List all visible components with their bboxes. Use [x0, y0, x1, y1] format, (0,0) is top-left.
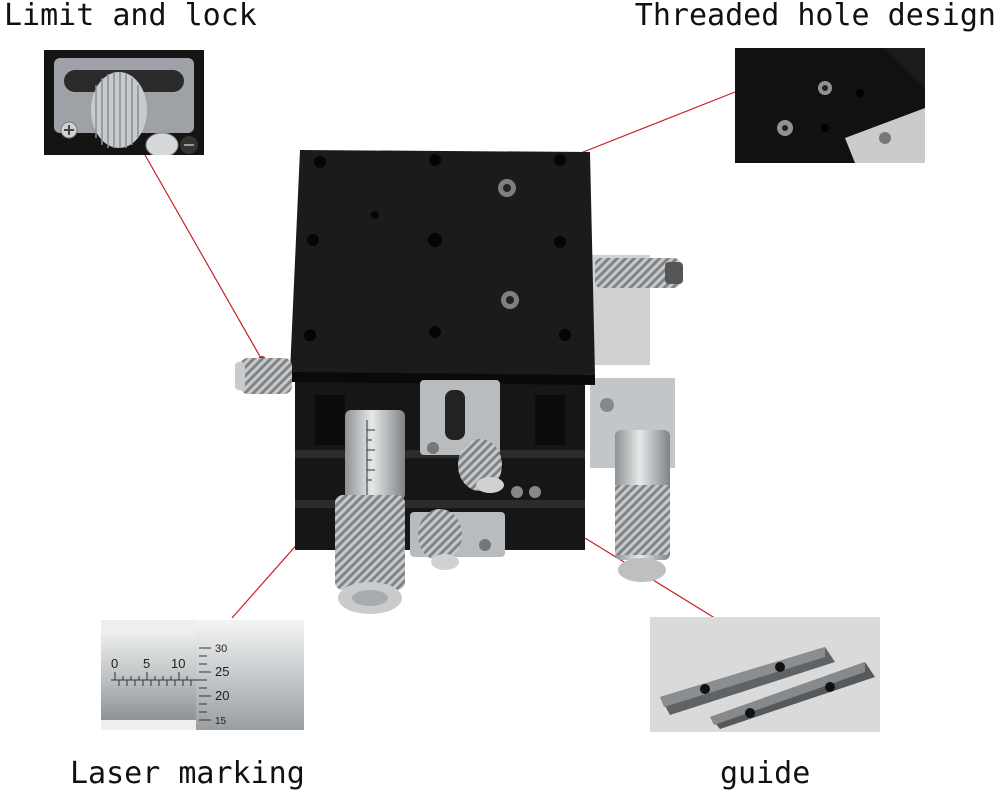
label-threaded-hole-design: Threaded hole design	[634, 0, 996, 33]
thimble-number-15: 15	[215, 716, 227, 727]
inset-guide-rail-photo	[650, 617, 880, 732]
inset-limit-and-lock-photo	[44, 50, 204, 155]
sleeve-number-10: 10	[171, 656, 185, 671]
thimble-number-20: 20	[215, 688, 229, 703]
label-laser-marking: Laser marking	[70, 756, 305, 791]
label-guide: guide	[720, 756, 811, 791]
label-limit-and-lock: Limit and lock	[4, 0, 257, 33]
inset-threaded-hole-photo	[735, 48, 925, 163]
thimble-number-30: 30	[215, 643, 227, 655]
thimble-number-25: 25	[215, 664, 229, 679]
xy-linear-stage-photo	[235, 140, 705, 620]
sleeve-number-0: 0	[111, 656, 118, 671]
sleeve-number-5: 5	[143, 656, 150, 671]
inset-laser-marking-photo: 0 5 10 30 25 20 15	[101, 620, 304, 730]
